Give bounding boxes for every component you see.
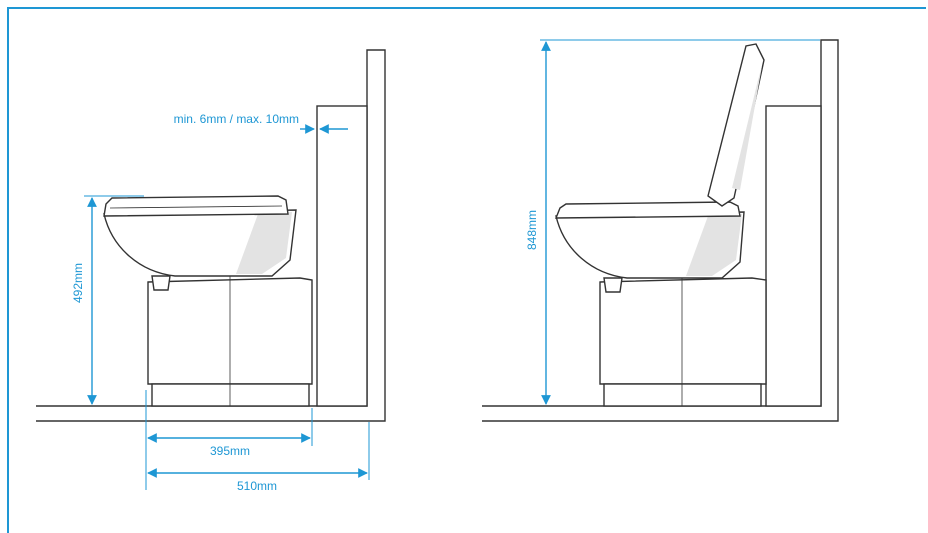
toilet-plinth-right <box>603 383 762 407</box>
gap-dimension: min. 6mm / max. 10mm <box>174 112 348 134</box>
hinge-left <box>151 275 171 291</box>
height-closed-label: 492mm <box>71 263 85 303</box>
bowl-shadow-right <box>686 214 742 276</box>
gap-label: min. 6mm / max. 10mm <box>174 112 299 126</box>
floor-right <box>482 39 839 422</box>
hinge-right <box>603 277 623 293</box>
depth-dimensions: 395mm 510mm <box>145 390 370 493</box>
depth-inner-label: 395mm <box>210 444 250 458</box>
lid-shadow-right <box>732 66 762 190</box>
raised-lid-right <box>707 43 765 207</box>
floor-left <box>36 49 386 422</box>
closed-view <box>36 49 386 422</box>
height-closed-dimension: 492mm <box>71 195 144 405</box>
seat-right <box>554 201 741 219</box>
height-open-label: 848mm <box>525 210 539 250</box>
frame-border <box>7 7 926 533</box>
toilet-base-right <box>599 277 767 385</box>
seat-lid-left <box>103 195 289 217</box>
bowl-shadow-left <box>236 212 292 274</box>
height-open-dimension: 848mm <box>525 39 820 405</box>
toilet-plinth-left <box>151 383 310 407</box>
depth-total-label: 510mm <box>237 479 277 493</box>
cabinet-right <box>765 105 822 407</box>
cabinet-left <box>316 105 368 407</box>
seat-line-left <box>109 205 283 209</box>
open-view <box>482 39 839 422</box>
